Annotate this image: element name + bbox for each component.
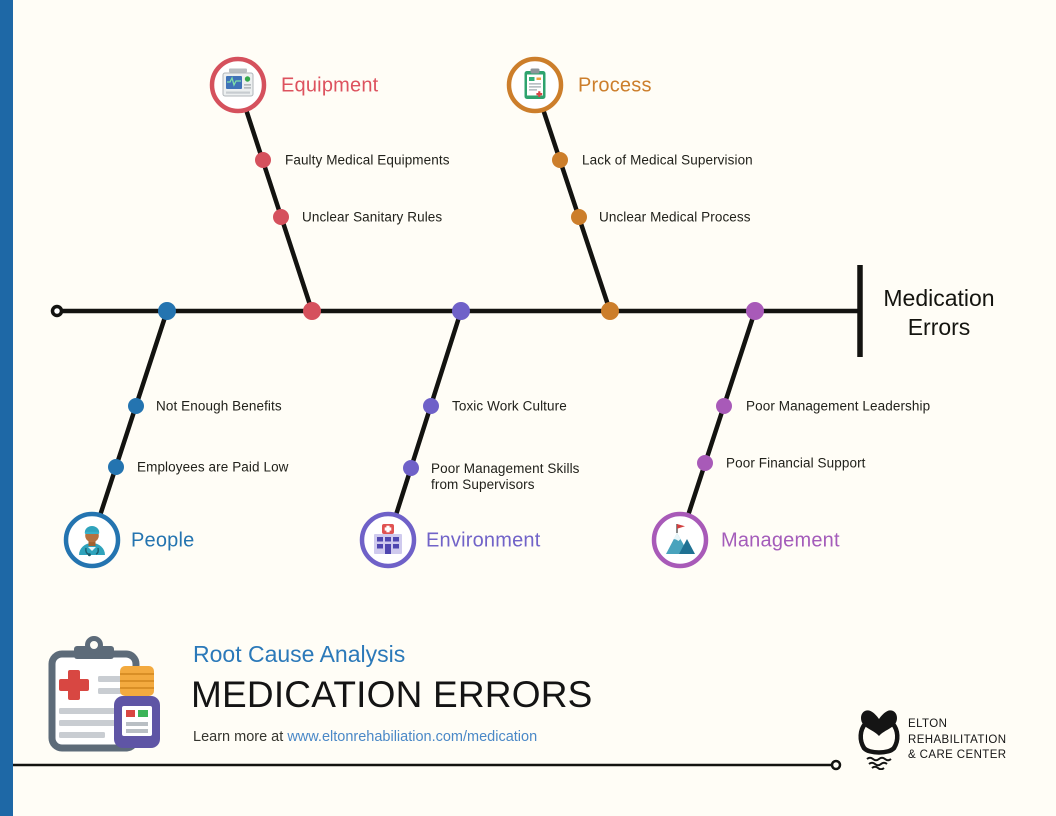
learn-more-prefix: Learn more at	[193, 729, 288, 745]
effect-label: Medication Errors	[883, 285, 995, 340]
medical-monitor-icon	[222, 68, 254, 97]
nurse-icon	[79, 526, 105, 557]
learn-more-text: Learn more at www.eltonrehabiliation.com…	[193, 729, 537, 745]
footer-subtitle: Root Cause Analysis	[193, 641, 406, 667]
footer-title: MEDICATION ERRORS	[191, 674, 593, 715]
medical-clipboard-icon	[524, 68, 546, 99]
process-cause-dot-1	[552, 152, 568, 168]
organization-name-line3: & CARE CENTER	[908, 749, 1007, 761]
cause-label: Lack of Medical Supervision	[582, 152, 753, 168]
hands-holding-heart-icon	[858, 710, 900, 770]
environment-junction-dot	[452, 302, 470, 320]
cause-label: Faulty Medical Equipments	[285, 152, 450, 168]
category-label-management: Management	[721, 529, 840, 552]
process-cause-dot-2	[571, 209, 587, 225]
people-cause-dot-2	[108, 459, 124, 475]
cause-label: Toxic Work Culture	[452, 398, 567, 414]
process-branch-line	[532, 82, 613, 314]
equipment-branch-line	[235, 82, 315, 314]
mountain-flag-icon	[666, 524, 695, 554]
hospital-icon	[374, 524, 402, 554]
management-cause-dot-1	[716, 398, 732, 414]
cause-label: Poor Financial Support	[726, 455, 866, 471]
process-junction-dot	[601, 302, 619, 320]
equipment-cause-dot-1	[255, 152, 271, 168]
cause-label: Unclear Sanitary Rules	[302, 209, 443, 225]
people-junction-dot	[158, 302, 176, 320]
organization-name-line2: REHABILITATION	[908, 733, 1007, 746]
learn-more-link[interactable]: www.eltonrehabiliation.com/medication	[287, 729, 538, 745]
category-label-process: Process	[578, 74, 652, 97]
footer-rule-end-circle	[830, 759, 842, 771]
people-cause-dot-1	[128, 398, 144, 414]
management-cause-dot-2	[697, 455, 713, 471]
category-label-environment: Environment	[426, 529, 541, 552]
people-branch-line	[89, 308, 170, 543]
spine-start-circle	[50, 304, 64, 318]
environment-branch-line	[385, 308, 464, 543]
category-label-equipment: Equipment	[281, 74, 379, 97]
environment-cause-dot-2	[403, 460, 419, 476]
cause-label: Employees are Paid Low	[137, 459, 289, 475]
cause-label: Unclear Medical Process	[599, 209, 751, 225]
left-accent-bar	[0, 0, 13, 816]
environment-cause-dot-1	[423, 398, 439, 414]
cause-label: Poor Management Leadership	[746, 398, 931, 414]
management-branch-line	[677, 308, 758, 543]
management-junction-dot	[746, 302, 764, 320]
organization-name: ELTON REHABILITATION & CARE CENTER	[908, 717, 1007, 764]
organization-name-line1: ELTON	[908, 718, 948, 730]
equipment-junction-dot	[303, 302, 321, 320]
category-label-people: People	[131, 529, 195, 552]
equipment-cause-dot-2	[273, 209, 289, 225]
cause-label: Not Enough Benefits	[156, 398, 282, 414]
cause-label: Poor Management Skills from Supervisors	[431, 461, 580, 492]
clipboard-and-medicine-bottle-icon	[48, 636, 160, 752]
